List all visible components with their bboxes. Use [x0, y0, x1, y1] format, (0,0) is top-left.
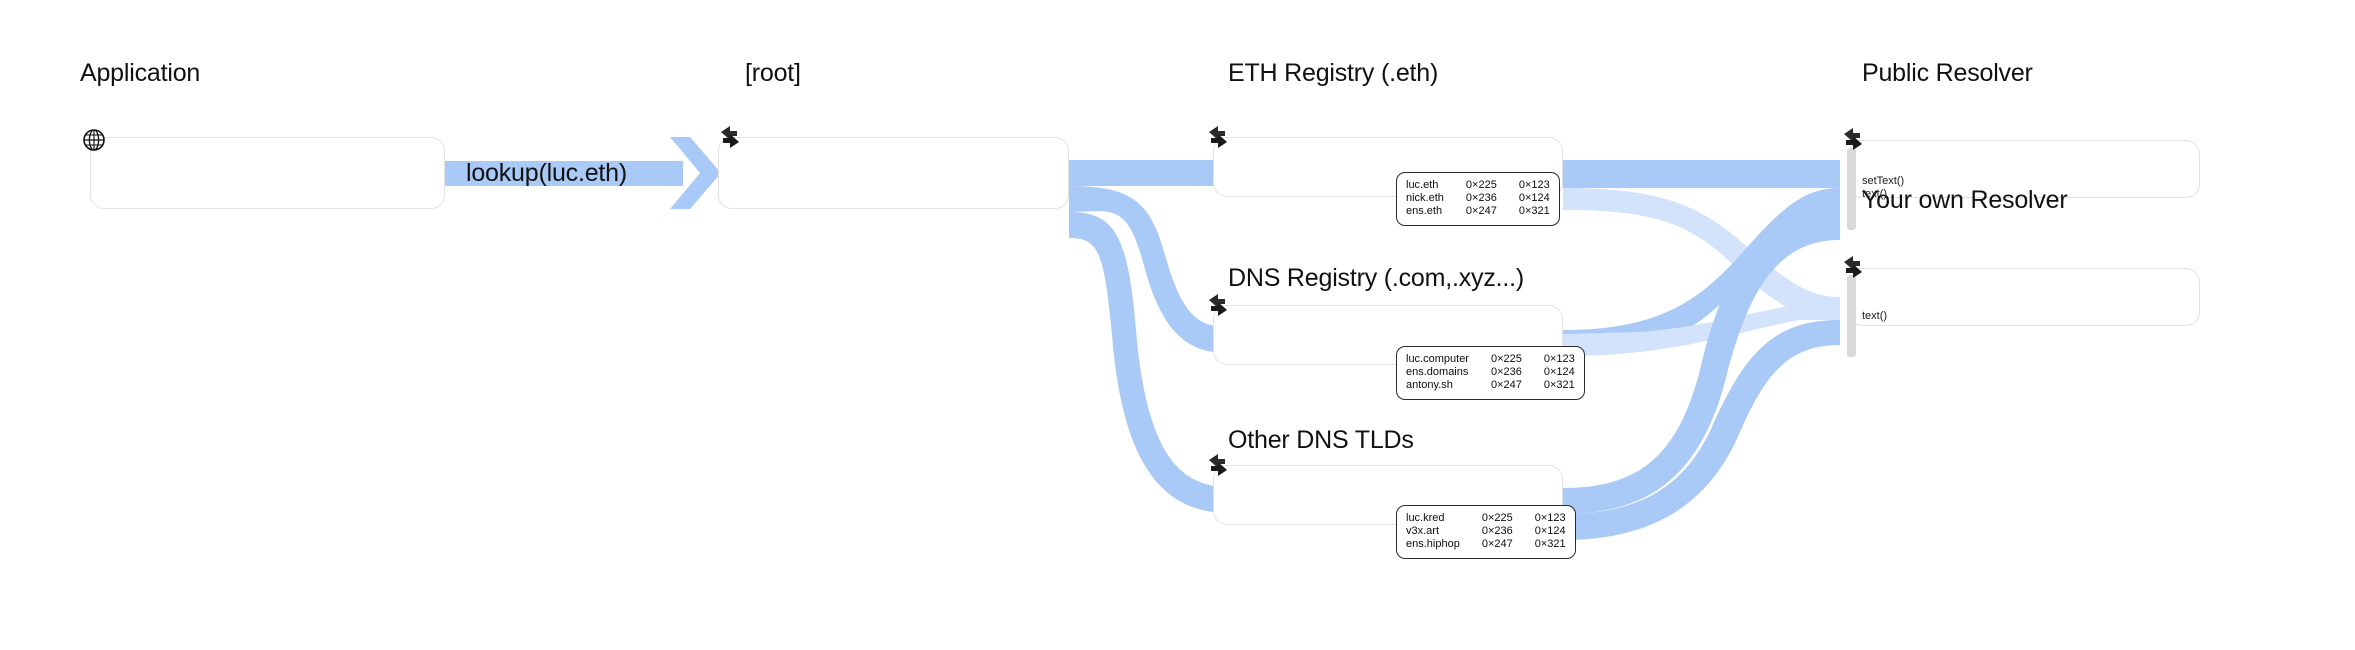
record-name: v3x.art [1406, 525, 1440, 537]
records-table: luc.kred 0×225 0×123 v3x.art 0×236 0×124… [1406, 512, 1566, 551]
table-row: ens.eth 0×247 0×321 [1406, 205, 1550, 218]
record-name: ens.eth [1406, 205, 1443, 217]
record-value-b: 0×321 [1543, 379, 1575, 391]
table-row: antony.sh 0×247 0×321 [1406, 379, 1575, 392]
arrowhead-lookup [670, 137, 721, 209]
records-table-eth-registry: luc.eth 0×225 0×123 nick.eth 0×236 0×124… [1396, 172, 1560, 226]
globe-icon [83, 129, 105, 151]
record-value-a: 0×247 [1481, 538, 1513, 550]
contract-icon [1844, 256, 1862, 278]
contract-icon [1209, 454, 1227, 476]
table-row: nick.eth 0×236 0×124 [1406, 192, 1550, 205]
node-public-resolver[interactable] [1848, 140, 2200, 198]
record-name: ens.domains [1406, 366, 1469, 378]
node-own-resolver[interactable] [1848, 268, 2200, 326]
method-label: text() [1862, 310, 1888, 322]
contract-icon [1209, 294, 1227, 316]
record-value-b: 0×123 [1518, 179, 1550, 191]
contract-icon [721, 126, 739, 148]
records-table-dns-registry: luc.computer 0×225 0×123 ens.domains 0×2… [1396, 346, 1585, 400]
public-resolver-handle[interactable] [1847, 148, 1856, 230]
root-title: [root] [745, 59, 801, 87]
record-value-b: 0×124 [1543, 366, 1575, 378]
records-body: luc.computer 0×225 0×123 ens.domains 0×2… [1406, 353, 1575, 392]
ribbon-other-to-public [1563, 214, 1840, 514]
contract-icon [1209, 126, 1227, 148]
method-label: setText() [1862, 175, 1905, 187]
table-row: ens.hiphop 0×247 0×321 [1406, 538, 1566, 551]
method-label: text() [1862, 188, 1888, 200]
record-name: nick.eth [1406, 192, 1444, 204]
record-value-b: 0×321 [1534, 538, 1566, 550]
own-resolver-title: Your own Resolver [1862, 186, 2068, 214]
record-value-b: 0×321 [1518, 205, 1550, 217]
application-title: Application [80, 59, 201, 87]
contract-icon [1844, 128, 1862, 150]
record-value-a: 0×236 [1465, 192, 1497, 204]
record-value-a: 0×236 [1490, 366, 1522, 378]
record-name: luc.eth [1406, 179, 1439, 191]
edge-label-lookup: lookup(luc.eth) [466, 159, 627, 187]
record-value-b: 0×123 [1534, 512, 1566, 524]
public-resolver-title: Public Resolver [1862, 59, 2033, 87]
other-tlds-title: Other DNS TLDs [1228, 426, 1414, 454]
records-body: luc.kred 0×225 0×123 v3x.art 0×236 0×124… [1406, 512, 1566, 551]
record-value-b: 0×123 [1543, 353, 1575, 365]
record-name: antony.sh [1406, 379, 1453, 391]
own-resolver-handle[interactable] [1847, 275, 1856, 357]
record-name: luc.kred [1406, 512, 1445, 524]
ribbon-eth-to-public [1563, 160, 1840, 188]
record-name: luc.computer [1406, 353, 1469, 365]
record-value-a: 0×247 [1465, 205, 1497, 217]
record-value-a: 0×225 [1465, 179, 1497, 191]
ribbon-root-to-dns [1069, 186, 1228, 353]
table-row: v3x.art 0×236 0×124 [1406, 525, 1566, 538]
ribbon-root-to-eth [1069, 160, 1228, 186]
ribbon-dns-to-public [1563, 188, 1840, 356]
ribbon-eth-to-own [1563, 188, 1840, 320]
eth-registry-title: ETH Registry (.eth) [1228, 59, 1439, 87]
table-row: luc.computer 0×225 0×123 [1406, 353, 1575, 366]
own-resolver-methods: text() [1862, 310, 1887, 323]
records-table-other-tlds: luc.kred 0×225 0×123 v3x.art 0×236 0×124… [1396, 505, 1576, 559]
record-value-a: 0×225 [1490, 353, 1522, 365]
records-table: luc.eth 0×225 0×123 nick.eth 0×236 0×124… [1406, 179, 1550, 218]
record-name: ens.hiphop [1406, 538, 1460, 550]
dns-registry-title: DNS Registry (.com,.xyz...) [1228, 264, 1525, 292]
record-value-a: 0×236 [1481, 525, 1513, 537]
records-table: luc.computer 0×225 0×123 ens.domains 0×2… [1406, 353, 1575, 392]
ribbon-dns-to-own [1563, 300, 1840, 356]
record-value-a: 0×247 [1490, 379, 1522, 391]
record-value-a: 0×225 [1481, 512, 1513, 524]
table-row: luc.kred 0×225 0×123 [1406, 512, 1566, 525]
public-resolver-methods: setText() text() [1862, 175, 1904, 201]
record-value-b: 0×124 [1518, 192, 1550, 204]
node-application[interactable] [90, 137, 445, 209]
table-row: ens.domains 0×236 0×124 [1406, 366, 1575, 379]
records-body: luc.eth 0×225 0×123 nick.eth 0×236 0×124… [1406, 179, 1550, 218]
record-value-b: 0×124 [1534, 525, 1566, 537]
table-row: luc.eth 0×225 0×123 [1406, 179, 1550, 192]
ribbon-other-to-own [1563, 320, 1840, 540]
node-root[interactable] [718, 137, 1069, 209]
